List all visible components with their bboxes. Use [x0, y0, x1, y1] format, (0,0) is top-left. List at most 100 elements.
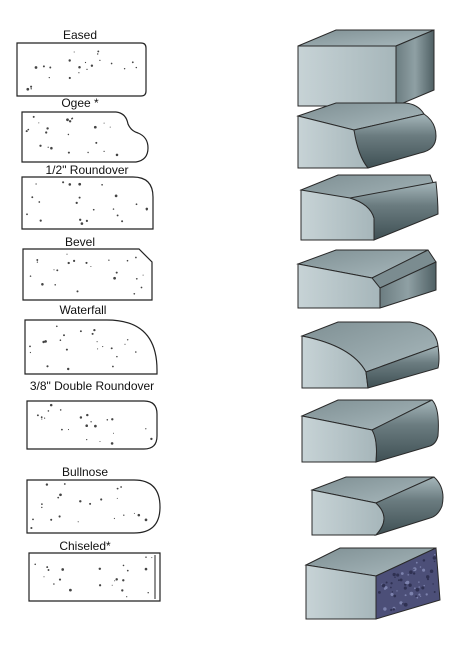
- granite-speck: [46, 127, 49, 130]
- granite-speck: [42, 340, 45, 344]
- granite-speck: [45, 483, 49, 486]
- granite-speck: [110, 442, 114, 445]
- granite-speck: [30, 85, 33, 88]
- granite-speck: [399, 578, 403, 582]
- granite-speck: [67, 429, 70, 431]
- granite-speck: [76, 290, 79, 293]
- granite-speck: [66, 253, 68, 255]
- granite-speck: [44, 340, 47, 343]
- block-ogee: [296, 102, 437, 169]
- granite-speck: [114, 194, 118, 198]
- granite-speck: [67, 151, 70, 154]
- granite-speck: [34, 563, 36, 566]
- granite-speck: [422, 568, 426, 572]
- granite-speck: [116, 355, 118, 358]
- profile-half-roundover: [21, 176, 154, 230]
- granite-speck: [61, 428, 63, 431]
- granite-speck: [383, 607, 387, 611]
- granite-speck: [399, 601, 403, 605]
- granite-speck: [415, 595, 417, 597]
- granite-speck: [85, 219, 89, 223]
- granite-speck: [30, 88, 32, 90]
- granite-speck: [414, 587, 416, 590]
- granite-speck: [73, 51, 75, 53]
- granite-speck: [86, 68, 88, 71]
- granite-speck: [38, 122, 40, 124]
- granite-speck: [79, 500, 82, 503]
- granite-speck: [408, 583, 412, 587]
- granite-speck: [29, 275, 32, 277]
- granite-speck: [392, 572, 396, 577]
- granite-speck: [135, 66, 138, 69]
- granite-speck: [40, 416, 43, 419]
- granite-speck: [103, 122, 105, 124]
- profile-bullnose: [26, 479, 161, 534]
- granite-speck: [150, 437, 153, 441]
- granite-speck: [124, 343, 126, 345]
- granite-speck: [93, 328, 96, 332]
- granite-speck: [79, 218, 82, 221]
- granite-speck: [57, 496, 60, 499]
- granite-speck: [71, 117, 73, 120]
- granite-speck: [67, 133, 70, 136]
- granite-speck: [113, 517, 115, 520]
- granite-speck: [403, 586, 407, 590]
- granite-speck: [99, 59, 101, 62]
- granite-speck: [425, 593, 428, 596]
- granite-speck: [116, 487, 119, 490]
- granite-speck: [385, 581, 388, 584]
- granite-speck: [133, 512, 135, 514]
- granite-speck: [29, 345, 31, 348]
- granite-speck: [91, 332, 94, 335]
- granite-speck: [31, 196, 34, 199]
- granite-speck: [121, 220, 124, 223]
- granite-speck: [86, 439, 88, 441]
- granite-speck: [135, 256, 137, 259]
- granite-speck: [111, 418, 114, 421]
- granite-speck: [67, 261, 70, 265]
- granite-speck: [30, 526, 33, 530]
- granite-speck: [32, 115, 35, 118]
- granite-speck: [47, 146, 49, 148]
- granite-speck: [391, 591, 394, 593]
- granite-speck: [123, 514, 125, 516]
- granite-speck: [137, 513, 141, 517]
- granite-speck: [412, 572, 416, 575]
- granite-speck: [45, 131, 48, 134]
- profile-eased: [16, 42, 147, 97]
- granite-speck: [403, 602, 408, 607]
- granite-speck: [41, 506, 43, 509]
- granite-speck: [27, 128, 30, 131]
- granite-speck: [73, 259, 76, 262]
- granite-speck: [433, 560, 436, 563]
- granite-speck: [405, 581, 408, 585]
- granite-speck: [29, 351, 31, 354]
- granite-speckles: [25, 50, 153, 598]
- granite-speck: [390, 586, 392, 589]
- granite-speck: [65, 348, 68, 351]
- granite-speck: [84, 61, 87, 64]
- granite-speck: [90, 421, 92, 423]
- granite-speck: [66, 118, 69, 122]
- granite-speck: [87, 151, 89, 154]
- edge-label-double-roundover: 3/8" Double Roundover: [29, 379, 155, 393]
- granite-speck: [32, 518, 34, 521]
- edge-label-eased: Eased: [62, 28, 98, 42]
- granite-speck: [144, 567, 148, 571]
- granite-speck: [116, 497, 118, 499]
- granite-speck: [49, 66, 52, 69]
- granite-speck: [50, 518, 53, 521]
- granite-speck: [415, 587, 420, 592]
- granite-speck: [97, 53, 99, 55]
- granite-speck: [418, 581, 420, 583]
- granite-speck: [123, 67, 126, 70]
- granite-speck: [111, 584, 113, 586]
- granite-speck: [377, 590, 381, 594]
- granite-speck: [85, 424, 88, 428]
- granite-speck: [54, 284, 56, 286]
- granite-speck: [416, 596, 419, 599]
- granite-speck: [34, 66, 38, 69]
- granite-speck: [77, 521, 79, 523]
- granite-speck: [92, 208, 95, 211]
